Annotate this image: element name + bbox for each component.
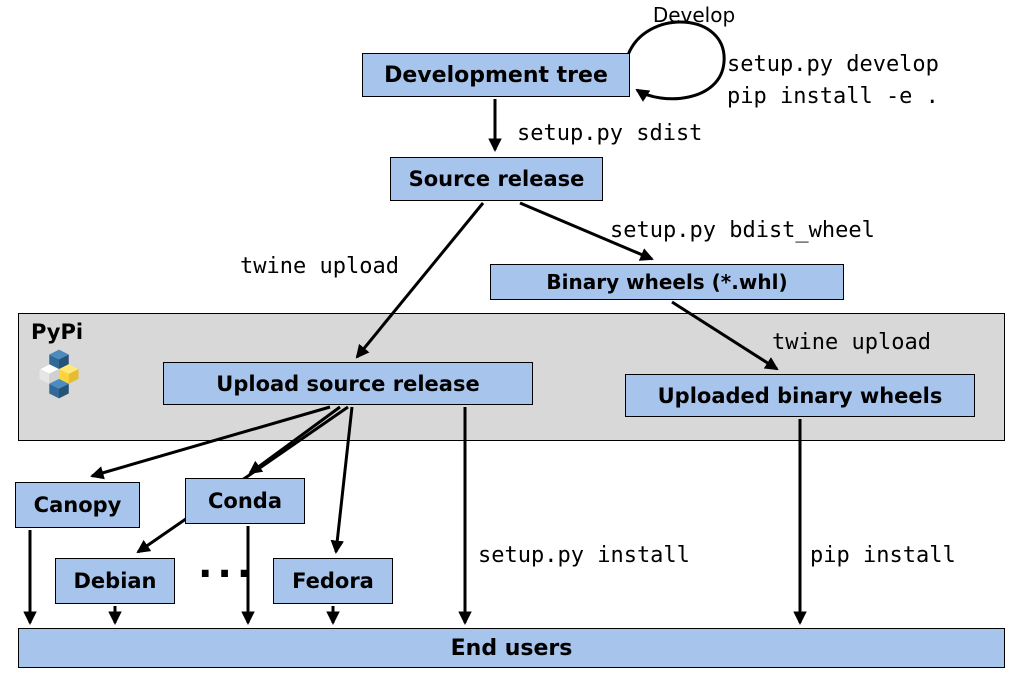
pypi-logo-cube-bottom	[49, 378, 69, 399]
node-fedora: Fedora	[273, 558, 393, 604]
pypi-logo-icon	[39, 349, 79, 399]
node-canopy: Canopy	[15, 482, 140, 528]
node-development-tree: Development tree	[362, 53, 630, 97]
edge-label-sdist: setup.py sdist	[517, 121, 703, 146]
node-source-release: Source release	[390, 157, 603, 201]
edge-label-develop-cmd-1: setup.py develop	[727, 52, 939, 77]
edge-label-setup-install: setup.py install	[478, 543, 690, 568]
node-conda: Conda	[185, 478, 305, 524]
arrow-develop-self-loop	[626, 20, 726, 102]
edge-label-twine-upload-left: twine upload	[240, 254, 399, 279]
node-end-users: End users	[18, 628, 1005, 668]
node-debian: Debian	[55, 558, 175, 604]
edge-label-pip-install: pip install	[810, 543, 956, 568]
node-uploaded-binary-wheels: Uploaded binary wheels	[625, 374, 975, 417]
node-upload-source-release: Upload source release	[163, 362, 533, 405]
node-binary-wheels: Binary wheels (*.whl)	[490, 264, 844, 300]
edge-label-twine-upload-right: twine upload	[772, 330, 931, 355]
edge-label-develop-cmd-2: pip install -e .	[727, 84, 939, 109]
edge-label-develop: Develop	[652, 3, 736, 27]
pypi-region-label: PyPi	[31, 320, 84, 344]
edge-label-bdist-wheel: setup.py bdist_wheel	[610, 218, 875, 243]
node-more-distros: ...	[198, 542, 257, 586]
